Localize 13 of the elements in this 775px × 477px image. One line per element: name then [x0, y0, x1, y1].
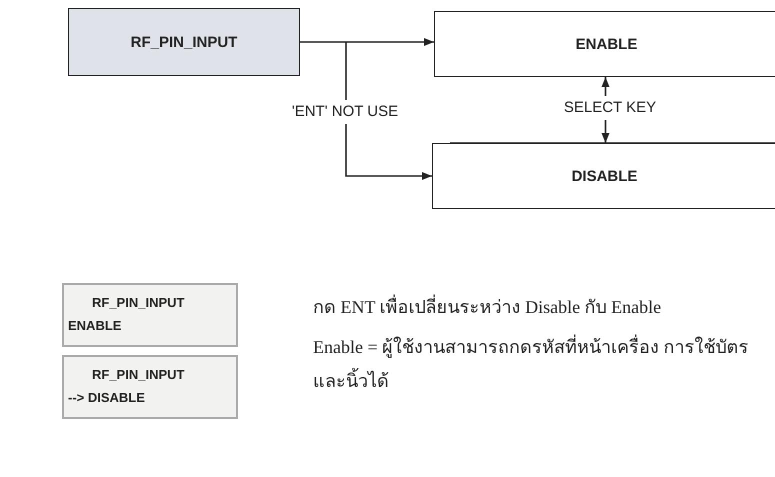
note-text: Enable = ผู้ใช้งานสามารถกดรหัสที่หน้าเครื่อง การใช้บัตร และนิ้วได้: [313, 330, 768, 398]
screen-text: RF_PIN_INPUT: [92, 295, 184, 310]
arrow: [345, 42, 432, 180]
lcd-screen: [62, 283, 238, 347]
process-box: RF_PIN_INPUT: [68, 8, 300, 76]
arrow: [300, 38, 434, 46]
screen-text: --> DISABLE: [68, 390, 145, 405]
note-text: กด ENT เพื่อเปลี่ยนระหว่าง Disable กับ Enable: [313, 290, 768, 324]
lcd-screen: [62, 355, 238, 419]
screen-text: ENABLE: [68, 318, 122, 333]
option-box: DISABLE: [432, 143, 775, 209]
screen-text: RF_PIN_INPUT: [92, 367, 184, 382]
option-box: ENABLE: [434, 11, 775, 77]
